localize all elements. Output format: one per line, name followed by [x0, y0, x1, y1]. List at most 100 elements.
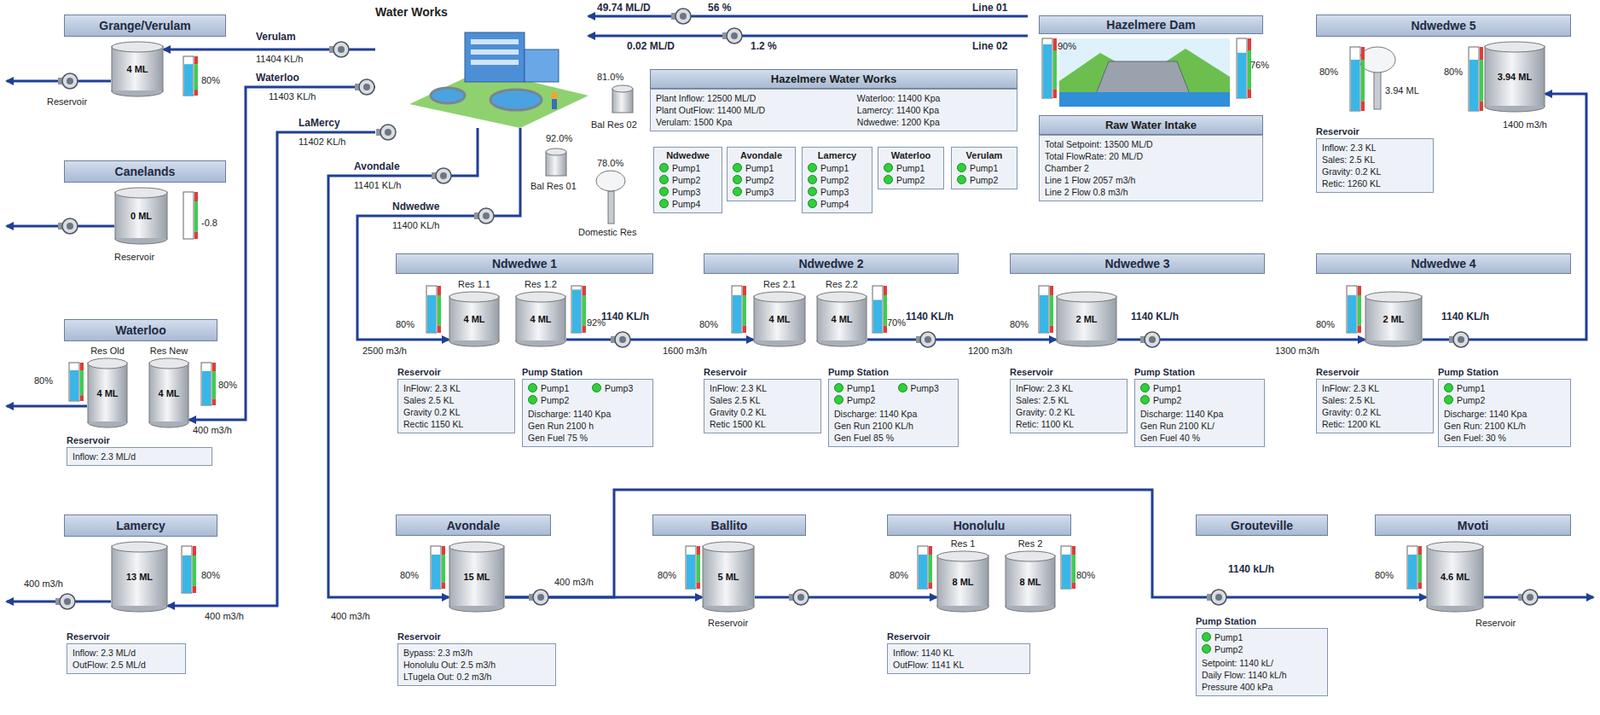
reservoir-tank: 2 ML [1364, 290, 1423, 348]
site-title: Ndwedwe 4 [1410, 256, 1476, 271]
gauge-scale [1072, 582, 1076, 590]
pipe-line [1484, 596, 1594, 599]
tank-name: Res Old [86, 344, 128, 358]
gauge-scale [80, 362, 84, 371]
level-fill [918, 554, 928, 589]
tank-body: 4 ML [753, 290, 806, 348]
value-label: 80% [657, 569, 677, 580]
value-label: 0.02 ML/D [626, 40, 675, 53]
site-header: Hazelmere Dam [1038, 15, 1264, 35]
site-title: Grouteville [1230, 518, 1293, 533]
site-title: Ndwedwe 5 [1410, 18, 1476, 33]
tank-name: Res 1.2 [515, 278, 567, 291]
reservoir-tank: Res 1.24 ML [515, 278, 567, 348]
value-label: Reservoir [1475, 617, 1516, 628]
pump-symbol [333, 41, 349, 58]
table-row: OutFlow: 2.5 ML/d [72, 658, 180, 671]
table-row: Rectic 1150 KL [403, 417, 510, 430]
value-label: 1140 KL/h [905, 310, 954, 323]
value-label: 400 m3/h [23, 578, 64, 589]
tank-top [1426, 541, 1484, 552]
gauge-scale [194, 191, 198, 202]
level-gauge [1060, 545, 1072, 589]
site-title: Ndwedwe 1 [492, 256, 557, 271]
site-header: Ndwedwe 5 [1315, 14, 1572, 37]
gauge-scale [194, 89, 198, 96]
tank-top [1005, 550, 1056, 562]
tank-body [1056, 295, 1117, 342]
pump-symbol [726, 28, 743, 44]
tank-top [1056, 291, 1117, 302]
level-gauge [1468, 46, 1479, 111]
level-gauge [731, 285, 743, 333]
box-heading: Reservoir [1009, 366, 1128, 377]
level-gauge [872, 285, 883, 333]
site-header: Canelands [63, 160, 227, 183]
table-row: Gen Fuel 85 % [834, 431, 953, 444]
pump-symbol [1522, 589, 1538, 605]
gauge-scale [212, 362, 216, 372]
tank-body: 4 ML [816, 290, 868, 348]
box-heading: Pump Station [1437, 366, 1572, 377]
gauge-scale [437, 285, 441, 296]
tank-body: 3.94 ML [1484, 40, 1546, 113]
tank-volume: 4 ML [463, 313, 485, 325]
reservoir-info-box: ReservoirInFlow: 2.3 KLSales 2.5 KLGravi… [703, 366, 822, 434]
value-label: 78.0% [597, 157, 624, 169]
info-table: InFlow: 2.3 KLSales 2.5 KLGravity 0.2 KL… [703, 378, 822, 434]
gauge-scale [441, 554, 446, 583]
tank-top [111, 41, 163, 53]
pump-status: Pump1 [659, 162, 717, 174]
intake-panel: Raw Water IntakeTotal Setpoint: 13500 ML… [1038, 115, 1264, 202]
tank-body: 13 ML [110, 540, 169, 613]
reservoir-info-box: ReservoirBypass: 2.3 m3/hHonolulu Out: 2… [397, 631, 557, 686]
pipe-connector [189, 86, 376, 420]
site-header: Waterloo [63, 318, 218, 342]
plant-panel: Hazelmere Water WorksPlant Inflow: 12500… [649, 69, 1018, 132]
station-name: Ndwedwe [659, 150, 717, 161]
tank-body: 4 ML [86, 357, 128, 429]
site-header: Ndwedwe 1 [395, 253, 654, 274]
site-header: Avondale [395, 514, 551, 536]
tank-volume: 4 ML [768, 313, 790, 325]
gauge-scale [1247, 89, 1252, 99]
table-row: Gravity: 0.2 KL [1321, 405, 1428, 418]
site-title: Mvoti [1457, 518, 1490, 533]
pump-station-box: Pump StationPump1Pump3Pump2Discharge: 11… [828, 366, 959, 447]
info-table: Inflow: 1140 KLOutFlow: 1141 KL [886, 643, 1031, 674]
pump-status: Pump2 [1201, 643, 1322, 656]
pump-status: Pump2 [883, 173, 939, 186]
value-label: Reservoir [114, 251, 155, 262]
gauge-scale [437, 295, 441, 326]
pipe-connector [504, 489, 1427, 598]
pump-symbol [62, 218, 78, 234]
value-label: 80% [1319, 66, 1339, 77]
info-table: Inflow: 2.3 ML/d [66, 446, 213, 466]
tank-fill [150, 362, 188, 422]
pump-list: Pump1Pump2 [1140, 382, 1259, 406]
equipment-symbols [6, 8, 1594, 609]
pump-status: Pump3 [898, 382, 954, 395]
pump-impeller [440, 172, 447, 180]
value-label: Avondale [353, 160, 400, 173]
level-fill [1043, 44, 1052, 99]
level-fill [732, 295, 742, 333]
tank-fill [88, 362, 127, 422]
level-fill [1039, 295, 1049, 333]
value-label: 1140 KL/h [601, 310, 650, 323]
water-works-illustration [551, 98, 557, 110]
gauge-scale [928, 545, 933, 555]
tank-fill [450, 295, 499, 341]
gauge-scale [1053, 38, 1057, 51]
table-row: InFlow: 2.3 KL [403, 382, 510, 395]
pump-status: Pump3 [732, 185, 790, 198]
value-label: 80% [395, 318, 415, 330]
gauge-scale [441, 582, 446, 590]
pump-station-box: Pump StationPump1Pump3Pump2Discharge: 11… [521, 366, 654, 447]
table-row: Gravity 0.2 KL [403, 405, 510, 418]
box-heading: Pump Station [828, 366, 959, 377]
tank-volume: 15 ML [463, 571, 490, 582]
tank-body: 8 ML [1004, 550, 1056, 613]
value-label: 80% [1315, 318, 1335, 330]
value-label: -0.8 [201, 217, 218, 228]
